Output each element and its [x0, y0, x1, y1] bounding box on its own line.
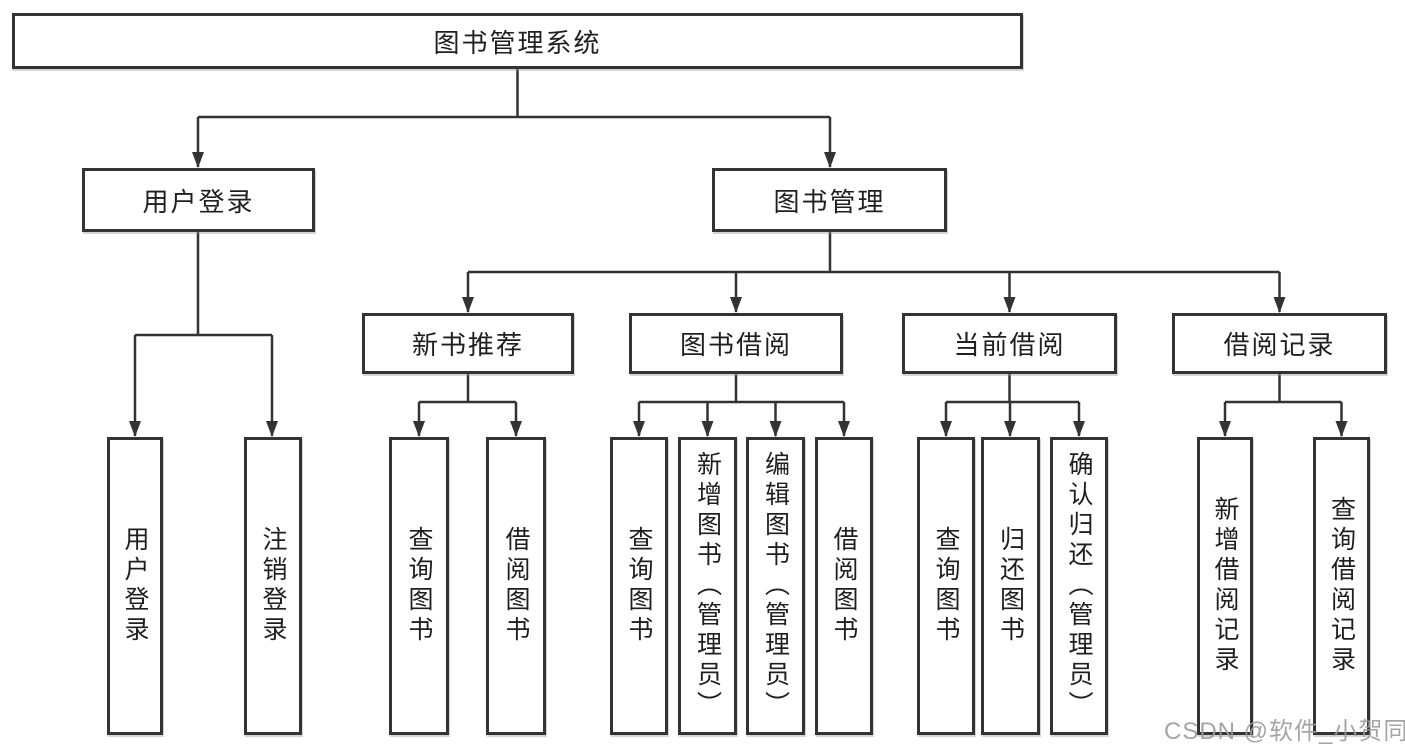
- leaf-query-books-borrowing: 查询图书: [610, 437, 668, 735]
- leaf-return-books: 归还图书: [981, 437, 1040, 735]
- connector-user-login-children: [129, 232, 278, 437]
- connector-new-book-recommend-children: [413, 374, 522, 437]
- leaf-add-books-admin: 新增图书（管理员）: [678, 437, 737, 735]
- node-book-management: 图书管理: [712, 168, 947, 232]
- leaf-borrow-books-recommend: 借阅图书: [486, 437, 546, 735]
- leaf-edit-books-admin: 编辑图书（管理员）: [746, 437, 805, 735]
- node-book-borrowing: 图书借阅: [629, 313, 843, 374]
- node-new-book-recommend: 新书推荐: [362, 313, 574, 374]
- connector-borrow-records-children: [1219, 374, 1348, 437]
- leaf-query-books-current: 查询图书: [917, 437, 975, 735]
- leaf-borrow-books: 借阅图书: [815, 437, 873, 735]
- leaf-logout: 注销登录: [244, 437, 302, 735]
- node-user-login: 用户登录: [82, 168, 315, 232]
- connector-book-management-children: [462, 232, 1286, 313]
- node-current-borrowing: 当前借阅: [902, 313, 1117, 374]
- leaf-user-login: 用户登录: [107, 437, 163, 735]
- leaf-query-borrow-record: 查询借阅记录: [1313, 437, 1370, 735]
- leaf-query-books-recommend: 查询图书: [389, 437, 449, 735]
- csdn-watermark: CSDN @软件_小贺同学: [1164, 718, 1405, 745]
- node-library-system: 图书管理系统: [12, 13, 1023, 69]
- leaf-add-borrow-record: 新增借阅记录: [1197, 437, 1253, 735]
- leaf-confirm-return-admin: 确认归还（管理员）: [1050, 437, 1108, 735]
- connector-root-to-level2: [192, 69, 836, 168]
- connector-book-borrowing-children: [633, 374, 850, 437]
- connector-current-borrowing-children: [940, 374, 1085, 437]
- node-borrow-records: 借阅记录: [1172, 313, 1387, 374]
